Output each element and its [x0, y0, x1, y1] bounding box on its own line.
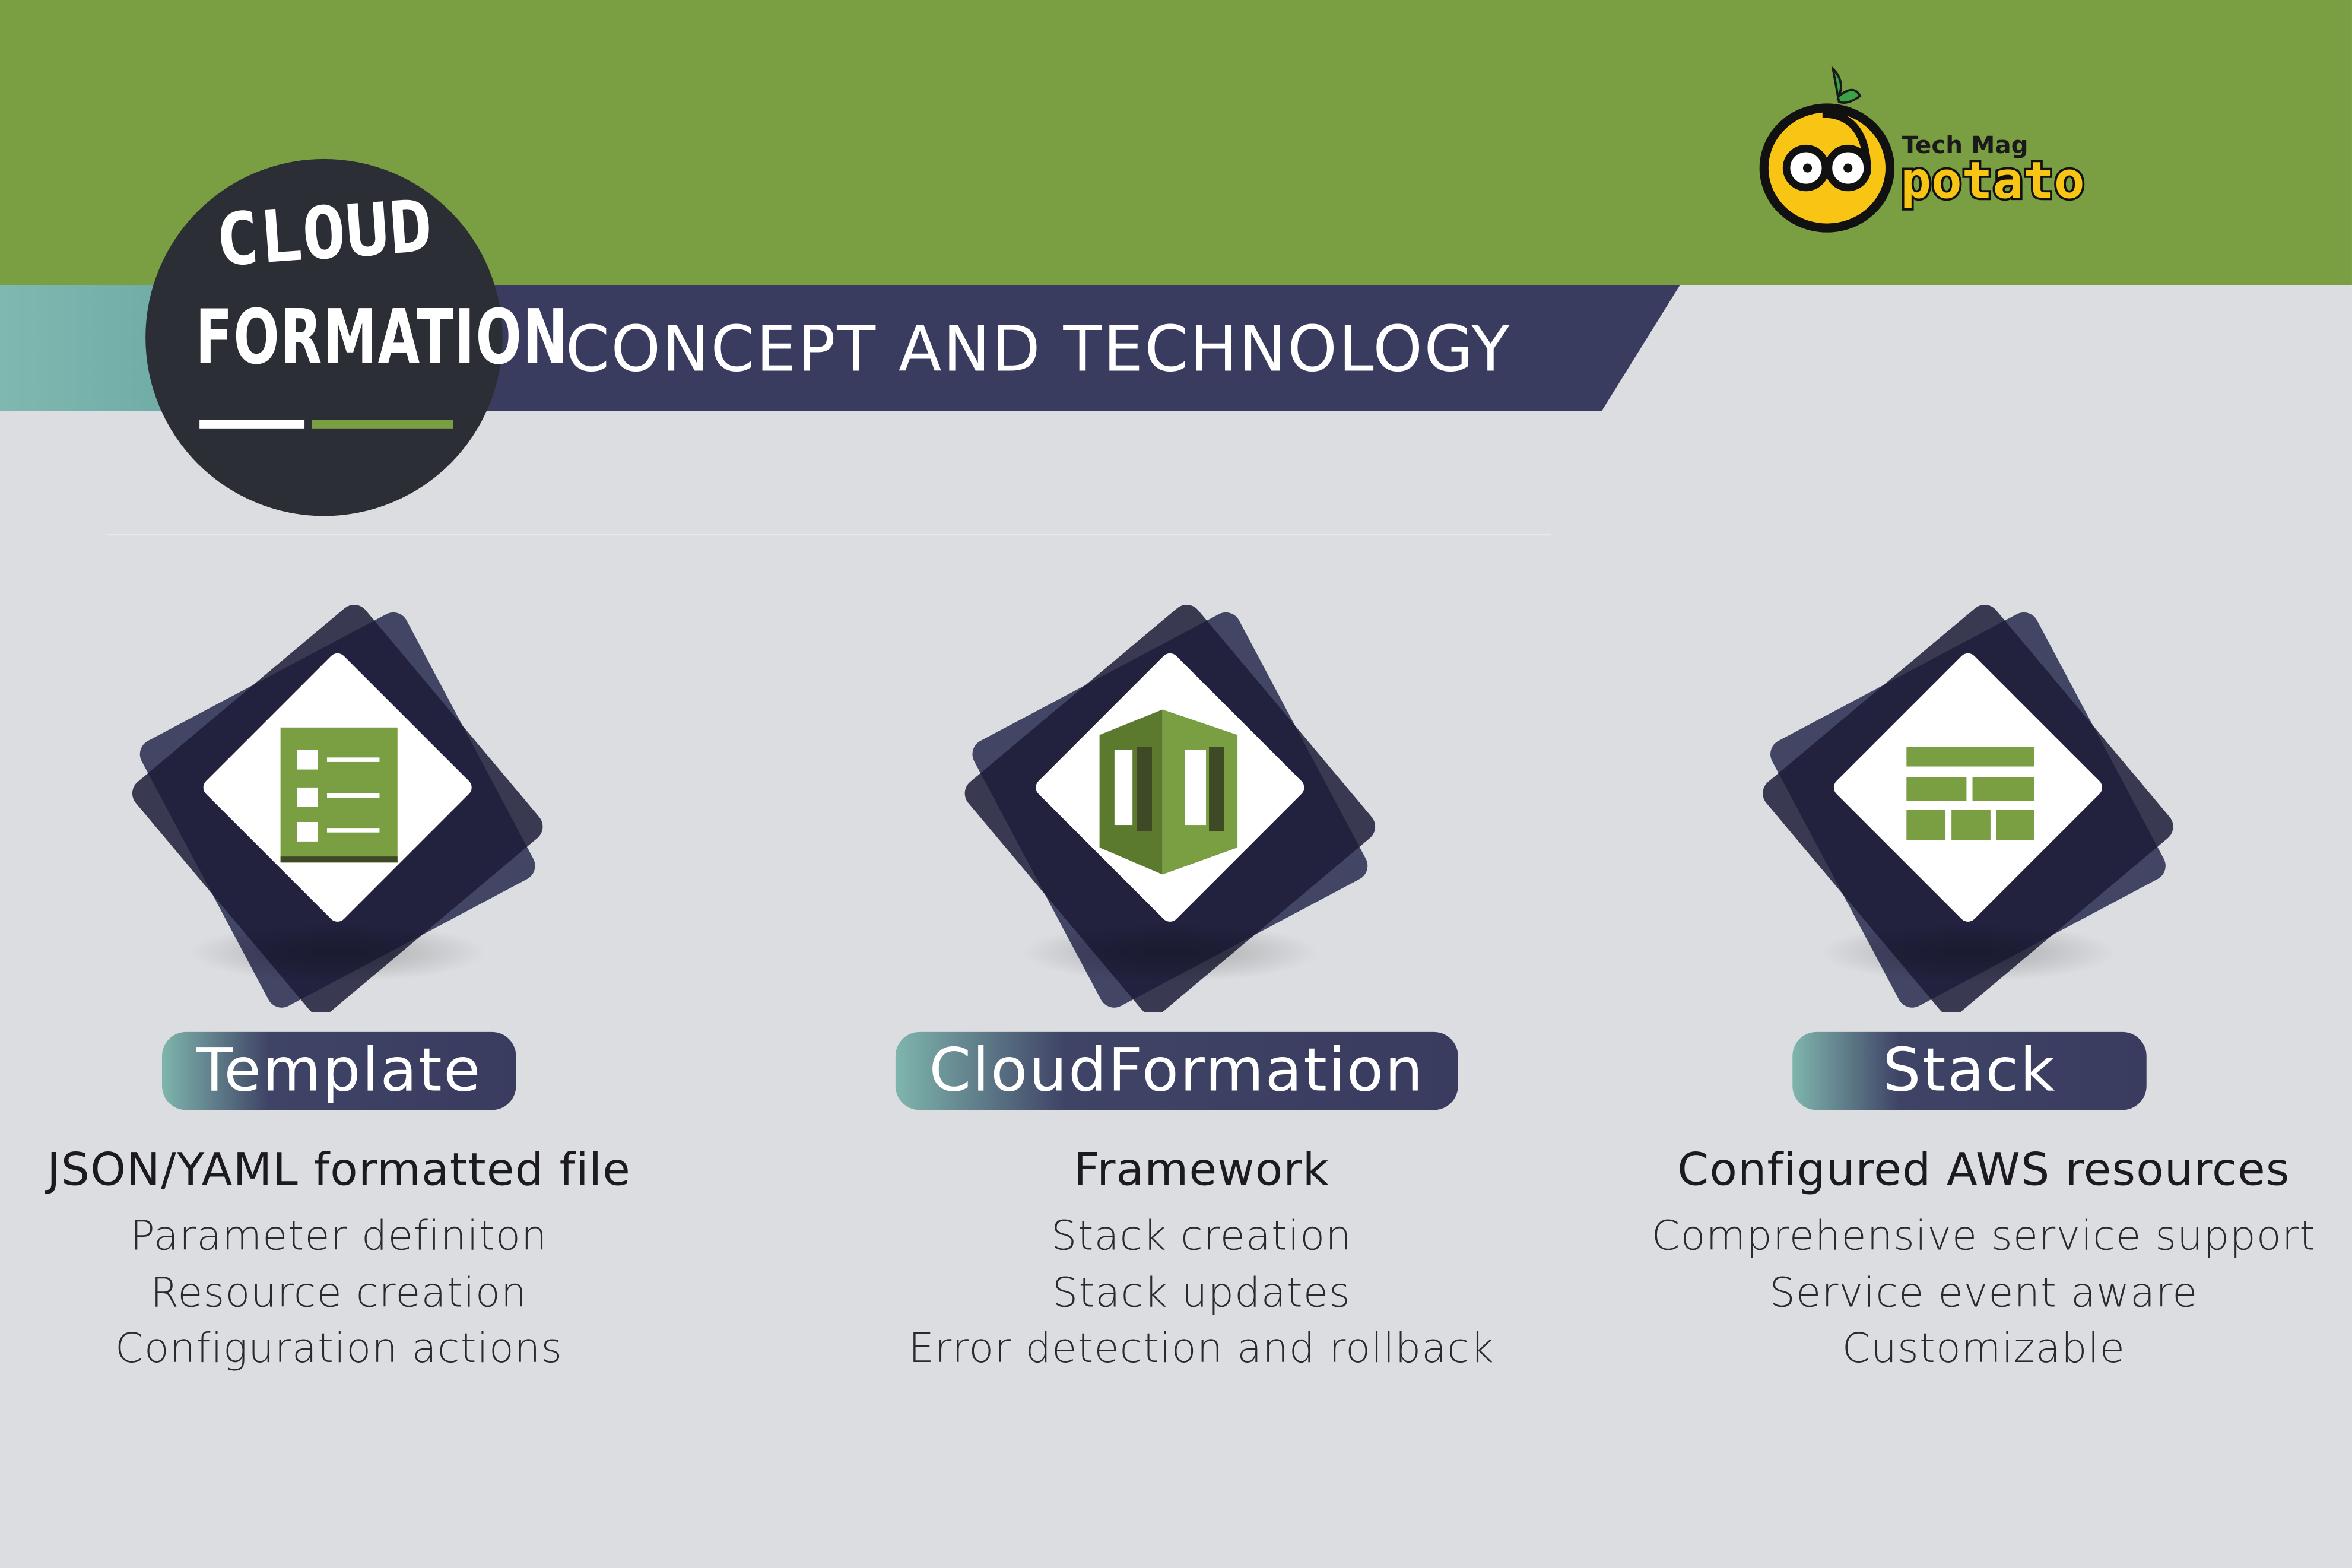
potato-mascot-icon: Tech Mag potato — [1759, 65, 2087, 233]
logo-name: potato — [1900, 151, 2084, 211]
concept-item: Stack updates — [1052, 1269, 1351, 1316]
stack-grid-icon — [1906, 747, 2034, 840]
concept-item: Customizable — [1842, 1326, 2126, 1373]
concept-label-cloudformation: CloudFormation — [895, 1031, 1458, 1110]
cloudformation-icon — [1099, 709, 1238, 875]
badge-underline-white — [199, 420, 305, 429]
concept-item: Error detection and rollback — [908, 1326, 1494, 1373]
cloudformation-icon-tile — [960, 577, 1380, 1015]
concept-item: Stack creation — [1050, 1213, 1352, 1261]
badge-title-line2: FORMATION — [195, 294, 569, 381]
concept-details-stack: Configured AWS resources Comprehensive s… — [1635, 1140, 2332, 1378]
concept-item: Service event aware — [1769, 1269, 2198, 1316]
stack-icon-tile — [1758, 577, 2178, 1015]
subtitle: CONCEPT AND TECHNOLOGY — [565, 312, 1512, 386]
logo-tagline: Tech Mag — [1902, 131, 2029, 159]
concept-item: Resource creation — [150, 1269, 528, 1316]
template-icon-tile — [128, 577, 548, 1015]
concept-item: Parameter definiton — [130, 1213, 548, 1261]
title-badge — [145, 158, 503, 516]
concept-heading: JSON/YAML formatted file — [47, 1144, 631, 1197]
concept-item: Comprehensive service support — [1651, 1213, 2316, 1261]
divider — [107, 534, 1551, 536]
template-list-icon — [280, 727, 398, 863]
concept-details-template: JSON/YAML formatted file Parameter defin… — [0, 1140, 678, 1378]
concept-label-template: Template — [161, 1031, 516, 1110]
concept-label-stack: Stack — [1792, 1031, 2147, 1110]
concept-heading: Configured AWS resources — [1677, 1144, 2290, 1197]
concept-heading: Framework — [1073, 1144, 1329, 1197]
badge-underline-green — [312, 420, 453, 429]
concept-details-cloudformation: Framework Stack creation Stack updates E… — [878, 1140, 1526, 1378]
concept-item: Configuration actions — [115, 1326, 563, 1373]
tech-mag-potato-logo: Tech Mag potato — [1755, 60, 2160, 233]
subtitle-banner — [374, 285, 1680, 411]
